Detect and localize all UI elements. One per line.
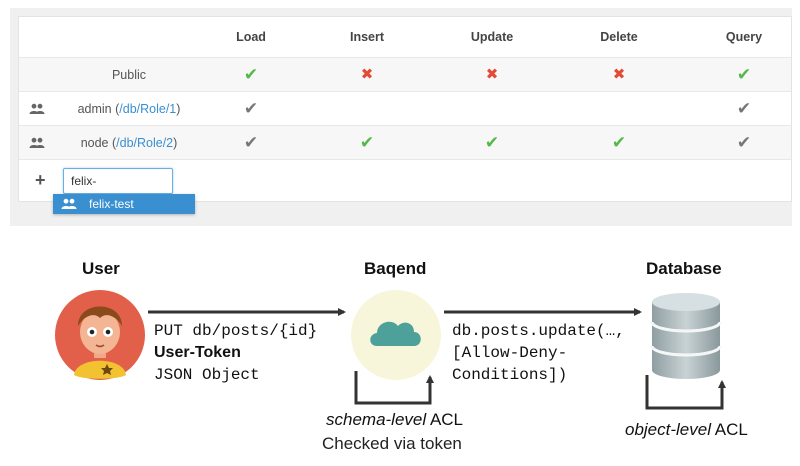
permission-toggle-load[interactable]: ✔ [211, 92, 291, 125]
check-icon: ✔ [243, 99, 259, 118]
schema-acl-loop [354, 371, 434, 405]
role-name: node (/db/Role/2) [49, 126, 209, 159]
users-icon [61, 198, 77, 209]
user-avatar-icon [55, 290, 145, 380]
check-icon: ✔ [243, 133, 259, 152]
request-body: JSON Object [154, 366, 260, 384]
cloud-icon [351, 290, 441, 380]
user-title: User [82, 259, 120, 278]
check-icon: ✔ [611, 133, 627, 152]
update-conditions-2: Conditions]) [452, 366, 568, 384]
check-icon: ✔ [736, 133, 752, 152]
check-icon: ✔ [484, 133, 500, 152]
acl-panel: Load Insert Update Delete Query Public ✔… [10, 8, 792, 226]
permission-toggle-update[interactable]: ✔ [452, 126, 532, 159]
update-conditions-1: [Allow-Deny- [452, 344, 568, 362]
add-role-row: + [19, 159, 791, 201]
permission-toggle-query[interactable]: ✔ [704, 92, 784, 125]
role-suffix: ) [173, 135, 178, 150]
object-acl-italic: object-level [625, 420, 711, 439]
plus-icon[interactable]: + [35, 170, 46, 190]
permission-toggle-query[interactable]: ✔ [704, 126, 784, 159]
role-suffix: ) [176, 101, 181, 116]
column-header-load: Load [236, 30, 266, 44]
object-acl-label: object-level ACL [625, 420, 748, 440]
permission-toggle-insert[interactable]: ✔ [327, 126, 407, 159]
database-icon [650, 293, 722, 379]
table-row-public: Public ✔ ✖ ✖ ✖ ✔ [19, 57, 791, 91]
permission-toggle-insert[interactable]: ✖ [327, 58, 407, 91]
permission-toggle-load[interactable]: ✔ [211, 58, 291, 91]
column-header-query: Query [725, 30, 763, 44]
cross-icon: ✖ [612, 66, 626, 83]
cross-icon: ✖ [485, 66, 499, 83]
object-acl-suffix: ACL [711, 420, 748, 439]
baqend-title: Baqend [364, 259, 427, 278]
request-method: PUT db/posts/{id} [154, 322, 318, 340]
database-title: Database [646, 259, 722, 278]
update-call: db.posts.update(…, [452, 322, 625, 340]
check-icon: ✔ [736, 65, 752, 84]
check-icon: ✔ [736, 99, 752, 118]
object-acl-loop [645, 375, 726, 410]
cross-icon: ✖ [360, 66, 374, 83]
role-name: Public [49, 58, 209, 91]
role-link[interactable]: /db/Role/1 [119, 101, 177, 116]
permission-toggle-query[interactable]: ✔ [704, 58, 784, 91]
role-label: node ( [80, 135, 117, 150]
request-token: User-Token [154, 344, 241, 361]
table-row-admin: admin (/db/Role/1) ✔ ✔ [19, 91, 791, 125]
column-header-insert: Insert [349, 30, 385, 44]
schema-acl-suffix: ACL [426, 410, 464, 429]
role-link[interactable]: /db/Role/2 [116, 135, 174, 150]
permission-toggle-delete[interactable]: ✔ [579, 126, 659, 159]
suggestion-label: felix-test [89, 197, 134, 211]
permission-toggle-load[interactable]: ✔ [211, 126, 291, 159]
acl-table: Load Insert Update Delete Query Public ✔… [18, 16, 792, 202]
check-icon: ✔ [359, 133, 375, 152]
role-search-input[interactable] [63, 168, 173, 194]
column-header-update: Update [470, 30, 514, 44]
role-label: Public [111, 67, 147, 82]
autocomplete-suggestion[interactable]: felix-test [53, 194, 195, 214]
role-label: admin ( [77, 101, 120, 116]
role-name: admin (/db/Role/1) [49, 92, 209, 125]
table-header-row: Load Insert Update Delete Query [19, 17, 791, 57]
schema-acl-caption: Checked via token [322, 434, 462, 453]
permission-toggle-update[interactable]: ✖ [452, 58, 532, 91]
schema-acl-italic: schema-level [326, 410, 427, 429]
users-icon [29, 103, 45, 114]
table-row-node: node (/db/Role/2) ✔ ✔ ✔ ✔ ✔ [19, 125, 791, 159]
permission-toggle-delete[interactable]: ✖ [579, 58, 659, 91]
column-header-delete: Delete [600, 30, 638, 44]
check-icon: ✔ [243, 65, 259, 84]
schema-acl-label: schema-level ACL [326, 410, 463, 430]
users-icon [29, 137, 45, 148]
